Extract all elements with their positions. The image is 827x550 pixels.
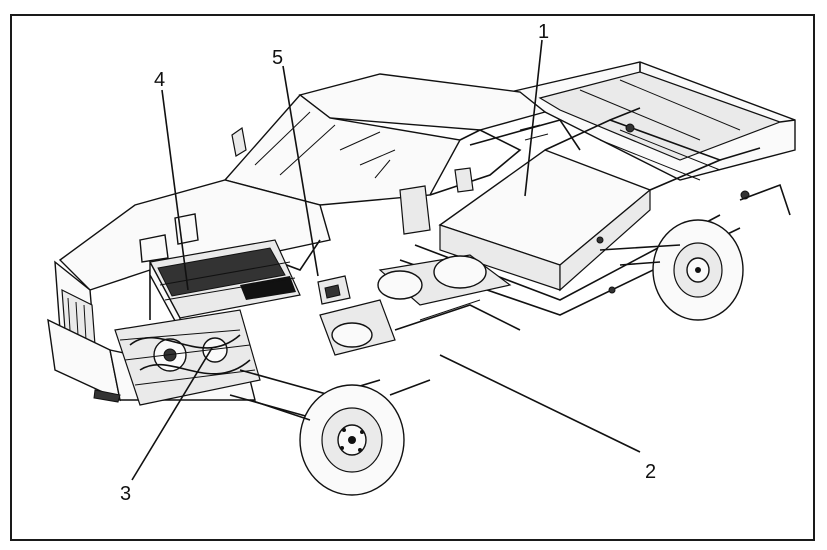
drive-components: [319, 254, 521, 356]
front-wheel: [229, 369, 431, 496]
leader-lines: [131, 39, 641, 481]
callout-3: 3: [120, 483, 131, 505]
leader-line-3: [131, 347, 213, 481]
cab: [223, 73, 581, 235]
callout-1: 1: [538, 21, 549, 43]
motor-controller: [114, 213, 351, 406]
leader-line-2: [439, 354, 641, 453]
leader-line-5: [282, 65, 319, 277]
callout-4: 4: [154, 69, 165, 91]
callout-5: 5: [272, 47, 283, 69]
callout-2: 2: [645, 461, 656, 483]
diagram-frame: [10, 14, 815, 541]
leader-line-1: [524, 39, 543, 197]
rear-wheel: [599, 183, 791, 321]
leader-line-4: [161, 89, 189, 291]
battery-tray: [399, 107, 761, 316]
